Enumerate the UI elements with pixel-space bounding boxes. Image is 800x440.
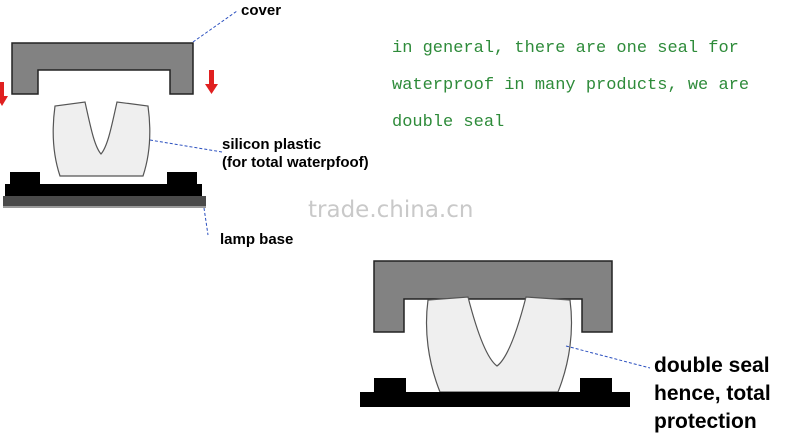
silicon-leader-line bbox=[149, 139, 223, 153]
top-lamp-base bbox=[5, 184, 202, 196]
explanation-note: in general, there are one seal for water… bbox=[392, 30, 749, 141]
bottom-silicon-seal bbox=[425, 296, 573, 393]
top-lamp-base-shadow bbox=[3, 196, 206, 207]
single-seal-assembly bbox=[0, 10, 238, 236]
double-seal-label-line1: double seal bbox=[654, 354, 770, 377]
double-seal-label: double seal hence, total protection bbox=[654, 352, 771, 436]
bottom-base-pad-right bbox=[580, 378, 612, 396]
double-seal-label-line2: hence, total bbox=[654, 382, 771, 405]
note-line-3: double seal bbox=[392, 113, 505, 132]
bottom-cover bbox=[373, 260, 613, 333]
double-seal-assembly bbox=[360, 260, 651, 407]
cover-label: cover bbox=[241, 2, 282, 19]
right-down-arrow bbox=[205, 70, 218, 94]
left-down-arrow bbox=[0, 82, 8, 106]
top-base-pad-left bbox=[10, 172, 40, 186]
bottom-base-pad-left bbox=[374, 378, 406, 396]
lamp-base-label: lamp base bbox=[220, 231, 294, 248]
double-seal-label-line3: protection bbox=[654, 410, 757, 433]
silicon-plastic-label: silicon plastic (for total waterpfoof) bbox=[222, 136, 369, 172]
double-seal-leader-line bbox=[565, 345, 651, 369]
note-line-1: in general, there are one seal for bbox=[392, 39, 739, 58]
cover-leader-line bbox=[192, 10, 238, 43]
top-base-pad-right bbox=[167, 172, 197, 186]
silicon-plastic-label-line2: (for total waterpfoof) bbox=[222, 154, 369, 171]
lamp-base-leader-line bbox=[203, 207, 209, 236]
silicon-plastic-label-line1: silicon plastic bbox=[222, 136, 322, 153]
top-silicon-seal bbox=[52, 101, 151, 177]
bottom-lamp-base bbox=[360, 392, 630, 407]
watermark: trade.china.cn bbox=[308, 197, 474, 223]
note-line-2: waterproof in many products, we are bbox=[392, 76, 750, 95]
top-cover bbox=[11, 42, 194, 95]
